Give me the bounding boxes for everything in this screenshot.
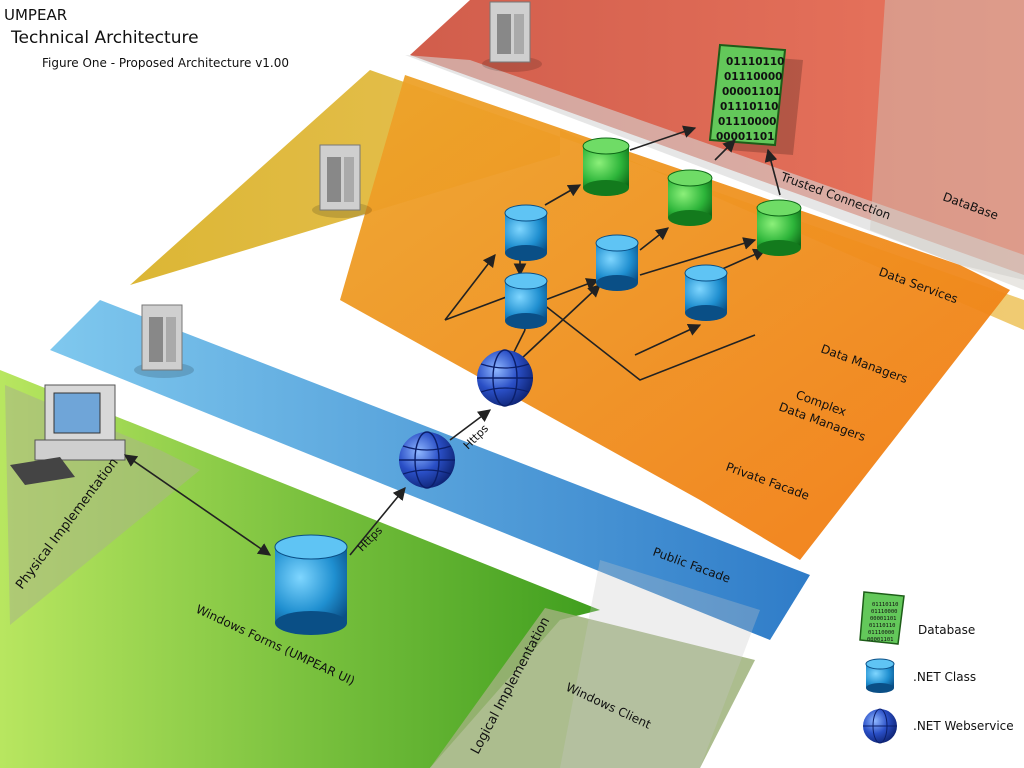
data-managers-band (340, 75, 1010, 560)
data-manager-node (684, 264, 728, 321)
data-line: 01110000 (718, 116, 776, 128)
gray-band-top (405, 55, 1024, 280)
gray-vertical-band-lower (560, 560, 760, 768)
data-manager-node (504, 204, 548, 261)
legend-database-icon: 01110110 01110000 00001101 01110110 0111… (859, 591, 905, 645)
windows-client-band (430, 608, 755, 768)
data-manager-node (504, 272, 548, 329)
legend-class-icon (865, 658, 895, 693)
diagram-subtitle: Technical Architecture (11, 28, 199, 48)
server-icon (312, 144, 372, 218)
diagram-title: UMPEAR (4, 6, 68, 24)
webservice-globe-icon (399, 431, 455, 489)
legend-webservice-icon (863, 708, 897, 744)
diagram-caption: Figure One - Proposed Architecture v1.00 (42, 56, 290, 70)
legend-net-webservice-label: .NET Webservice (913, 719, 1014, 733)
legend-database-label: Database (918, 623, 975, 637)
legend-net-class-label: .NET Class (913, 670, 976, 684)
legend: 01110110 01110000 00001101 01110110 0111… (859, 591, 1014, 744)
data-line: 01110110 (720, 101, 778, 113)
data-line: 00001101 (716, 131, 774, 143)
server-icon (482, 1, 542, 72)
svg-text:01110110 01110000: 01110110 01110000 00001101 01110110 0111… (867, 602, 902, 643)
data-manager-node (595, 234, 639, 291)
data-line: 01110110 (726, 56, 784, 68)
windows-forms-node (274, 534, 348, 635)
data-line: 01110000 (724, 71, 782, 83)
server-icon (134, 304, 194, 378)
data-service-node (667, 169, 713, 226)
workstation-icon (10, 384, 126, 485)
webservice-globe-icon (477, 349, 533, 407)
gray-vertical-band (870, 0, 1024, 290)
connector-lines (123, 125, 781, 556)
data-service-node (582, 137, 630, 196)
database-document-icon: 01110110 01110000 00001101 01110110 0111… (708, 43, 803, 155)
data-services-band (130, 70, 1024, 330)
svg-text:01110110 01110000: 01110110 01110000 00001101 01110110 0111… (716, 56, 788, 143)
data-service-node (756, 199, 802, 256)
data-line: 00001101 (722, 86, 780, 98)
